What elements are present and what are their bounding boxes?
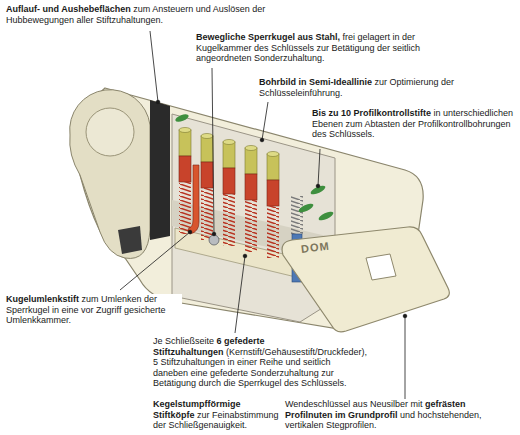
steel-ball — [209, 235, 219, 245]
callout-block: Bohrbild in Semi-Idealliniezur Optimieru… — [258, 77, 465, 98]
key-logo: DOM — [299, 239, 334, 256]
callout-heading: Bewegliche Sperrkugel aus Stahl, — [196, 32, 340, 42]
callout-block: Je Schließseite6 gefederte Stiftzuhaltun… — [152, 336, 369, 389]
callout-block: Kugelumlenkstiftzum Umlenken der Sperrku… — [5, 294, 182, 326]
leader-lines — [120, 31, 407, 400]
key-head — [282, 227, 449, 332]
core-face — [86, 108, 134, 156]
profile-face — [70, 90, 150, 259]
callout-heading: Kugelumlenkstift — [6, 294, 79, 304]
callout-block: Kegelstumpfförmige Stiftköpfezur Feinabs… — [152, 399, 282, 431]
key-hole — [366, 254, 396, 280]
callout-block: Bis zu 10 Profilkontrollstiftein untersc… — [311, 108, 516, 140]
callout-block: Bewegliche Sperrkugel aus Stahl,frei gel… — [195, 32, 432, 64]
key-blade — [175, 228, 300, 278]
callout-text: Je Schließseite — [153, 336, 214, 346]
pin-stacks — [179, 128, 279, 259]
callout-text: Wendeschlüssel aus Neusilber mit — [285, 399, 422, 409]
cam-lever — [118, 226, 142, 254]
deflection-pin — [188, 165, 199, 234]
callout-heading: Auflauf- und Aushebeflächen — [6, 4, 131, 14]
side-spring — [291, 196, 303, 234]
callout-block: Auflauf- und Aushebeflächenzum Ansteuern… — [5, 4, 307, 25]
cam — [150, 100, 170, 240]
callout-heading: DOM — [300, 239, 330, 254]
callout-heading: Bis zu 10 Profilkontrollstifte — [312, 108, 431, 118]
callout-block: Wendeschlüssel aus Neusilber mitgefräste… — [284, 399, 516, 431]
callout-heading: Bohrbild in Semi-Ideallinie — [259, 77, 372, 87]
